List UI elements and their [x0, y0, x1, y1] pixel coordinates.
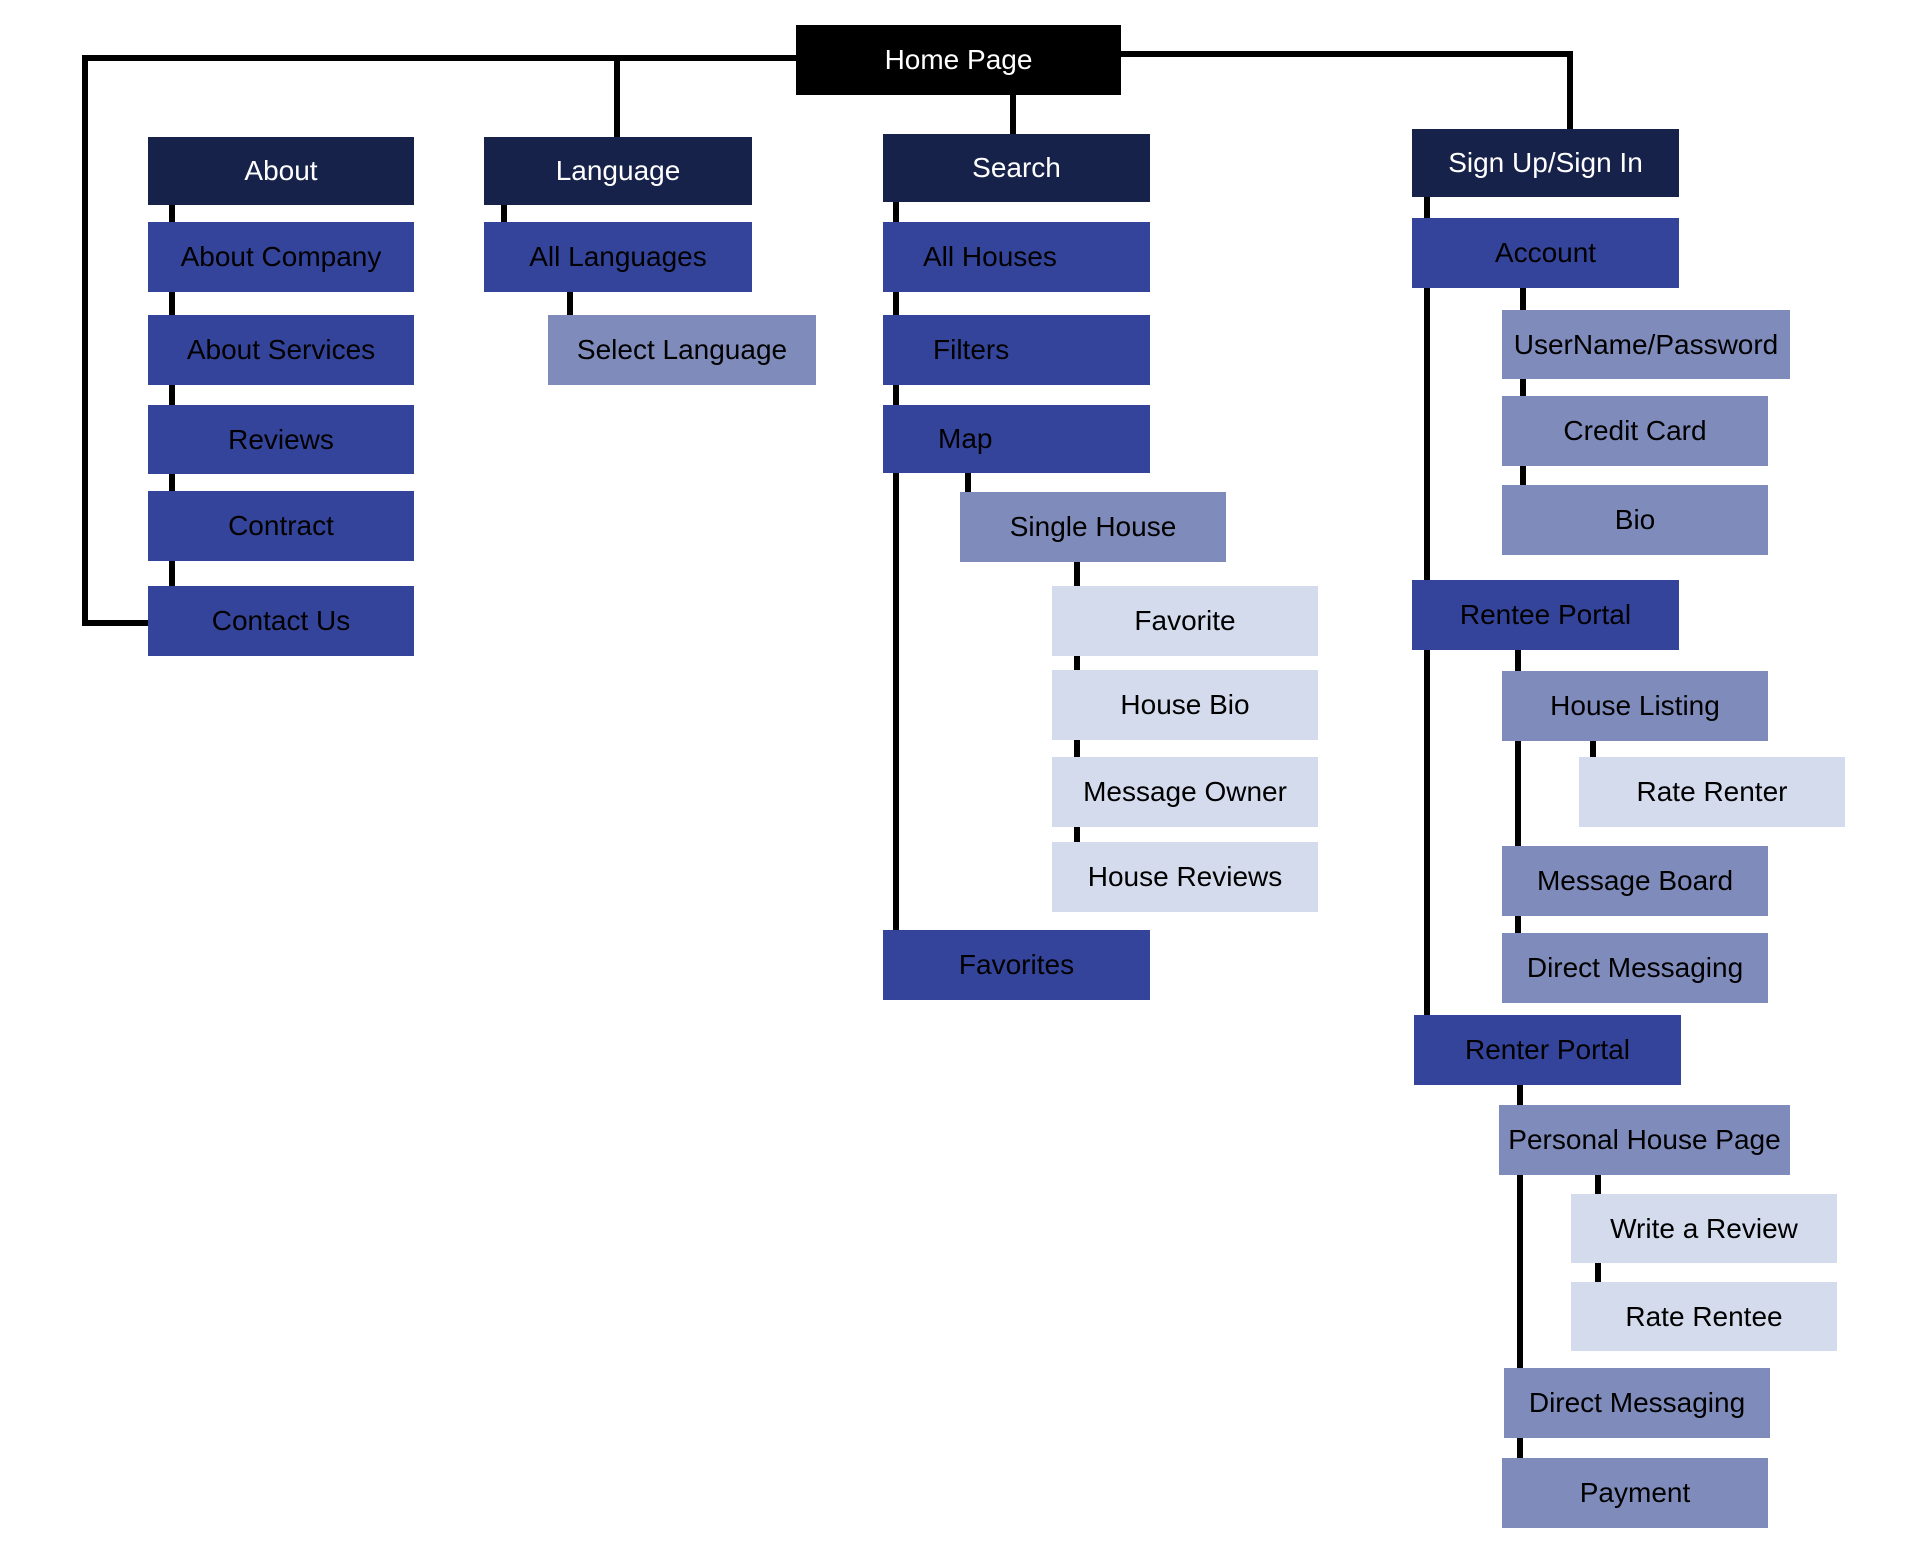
node-about-services: About Services — [148, 315, 414, 385]
node-house-listing: House Listing — [1502, 671, 1768, 741]
node-filters: Filters — [883, 315, 1150, 385]
node-language: Language — [484, 137, 752, 205]
node-all-houses: All Houses — [883, 222, 1150, 292]
node-map: Map — [883, 405, 1150, 473]
node-credit-card: Credit Card — [1502, 396, 1768, 466]
node-all-languages: All Languages — [484, 222, 752, 292]
node-select-language: Select Language — [548, 315, 816, 385]
node-username-password: UserName/Password — [1502, 310, 1790, 379]
node-message-board: Message Board — [1502, 846, 1768, 916]
connector-home-about — [82, 55, 796, 626]
node-rate-renter: Rate Renter — [1579, 757, 1845, 827]
node-home-page: Home Page — [796, 25, 1121, 95]
node-about-company: About Company — [148, 222, 414, 292]
node-favorite: Favorite — [1052, 586, 1318, 656]
connector-home-signup — [1120, 51, 1573, 129]
node-search: Search — [883, 134, 1150, 202]
node-bio: Bio — [1502, 485, 1768, 555]
node-contract: Contract — [148, 491, 414, 561]
node-favorites: Favorites — [883, 930, 1150, 1000]
node-contact-us: Contact Us — [148, 586, 414, 656]
node-direct-messaging-rentee: Direct Messaging — [1502, 933, 1768, 1003]
node-write-a-review: Write a Review — [1571, 1194, 1837, 1263]
node-rate-rentee: Rate Rentee — [1571, 1282, 1837, 1351]
node-payment: Payment — [1502, 1458, 1768, 1528]
node-renter-portal: Renter Portal — [1414, 1015, 1681, 1085]
node-message-owner: Message Owner — [1052, 757, 1318, 827]
node-direct-messaging-renter: Direct Messaging — [1504, 1368, 1770, 1438]
node-house-bio: House Bio — [1052, 670, 1318, 740]
node-personal-house-page: Personal House Page — [1499, 1105, 1790, 1175]
node-reviews: Reviews — [148, 405, 414, 474]
node-rentee-portal: Rentee Portal — [1412, 580, 1679, 650]
node-about: About — [148, 137, 414, 205]
node-single-house: Single House — [960, 492, 1226, 562]
node-sign-up-sign-in: Sign Up/Sign In — [1412, 129, 1679, 197]
node-house-reviews: House Reviews — [1052, 842, 1318, 912]
node-account: Account — [1412, 218, 1679, 288]
